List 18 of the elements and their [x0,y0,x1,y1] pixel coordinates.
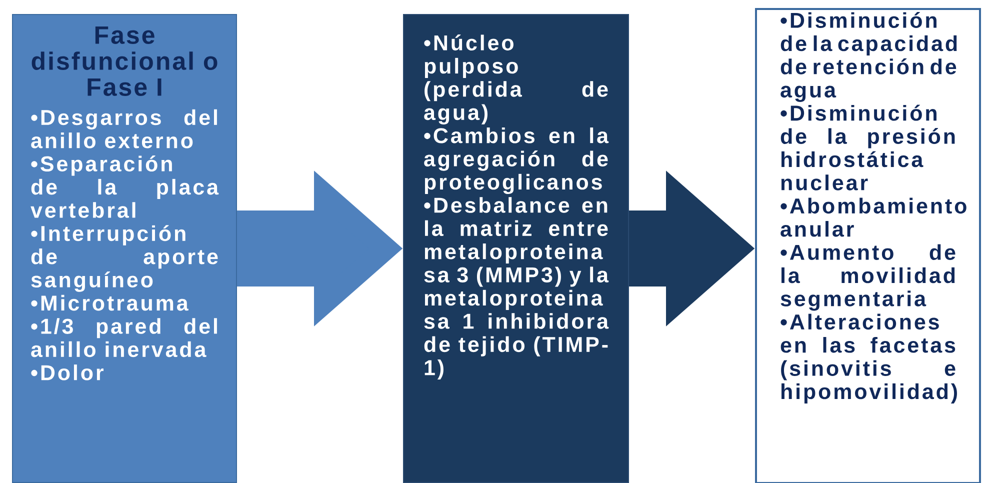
bullet-item: •Cambios en la agregación de proteoglicanos [424,128,609,194]
bullet-item: •Alteraciones en las facetas (sinovitis e hipomovilidad) [780,314,957,404]
bullet-item: •Separación de la placa vertebral [30,156,219,218]
phase-heading: Fase disfuncional o Fase I [32,26,218,96]
bullet-item: •Aumento de la movilidad segmentaria [780,244,956,311]
bullet-item: •Disminución de la presión hidrostática nuclear [780,104,955,190]
bullet-item: •Interrupción de aporte sanguíneo [31,225,218,292]
phase-box [755,8,981,483]
bullet-item: •Núcleo pulposo (perdida de agua) [424,34,608,124]
bullet-item: •Desgarros del anillo externo [31,109,217,148]
bullet-item: •Disminución de la capacidad de retención de agua [780,12,957,102]
phase-box [403,14,629,483]
bullet-item: •Dolor [31,364,104,380]
bullet-item: •Microtrauma [31,294,188,311]
bullet-item: •1/3 pared del anillo inervada [31,318,217,358]
phase-box [12,14,237,483]
bullet-item: •Abombamiento anular [780,198,966,237]
bullet-item: •Desbalance en la matriz entre metaloproteina sa 3 (MMP3) y la metaloproteina sa 1 inhibidora de tejido (TIMP- 1) [424,197,609,380]
